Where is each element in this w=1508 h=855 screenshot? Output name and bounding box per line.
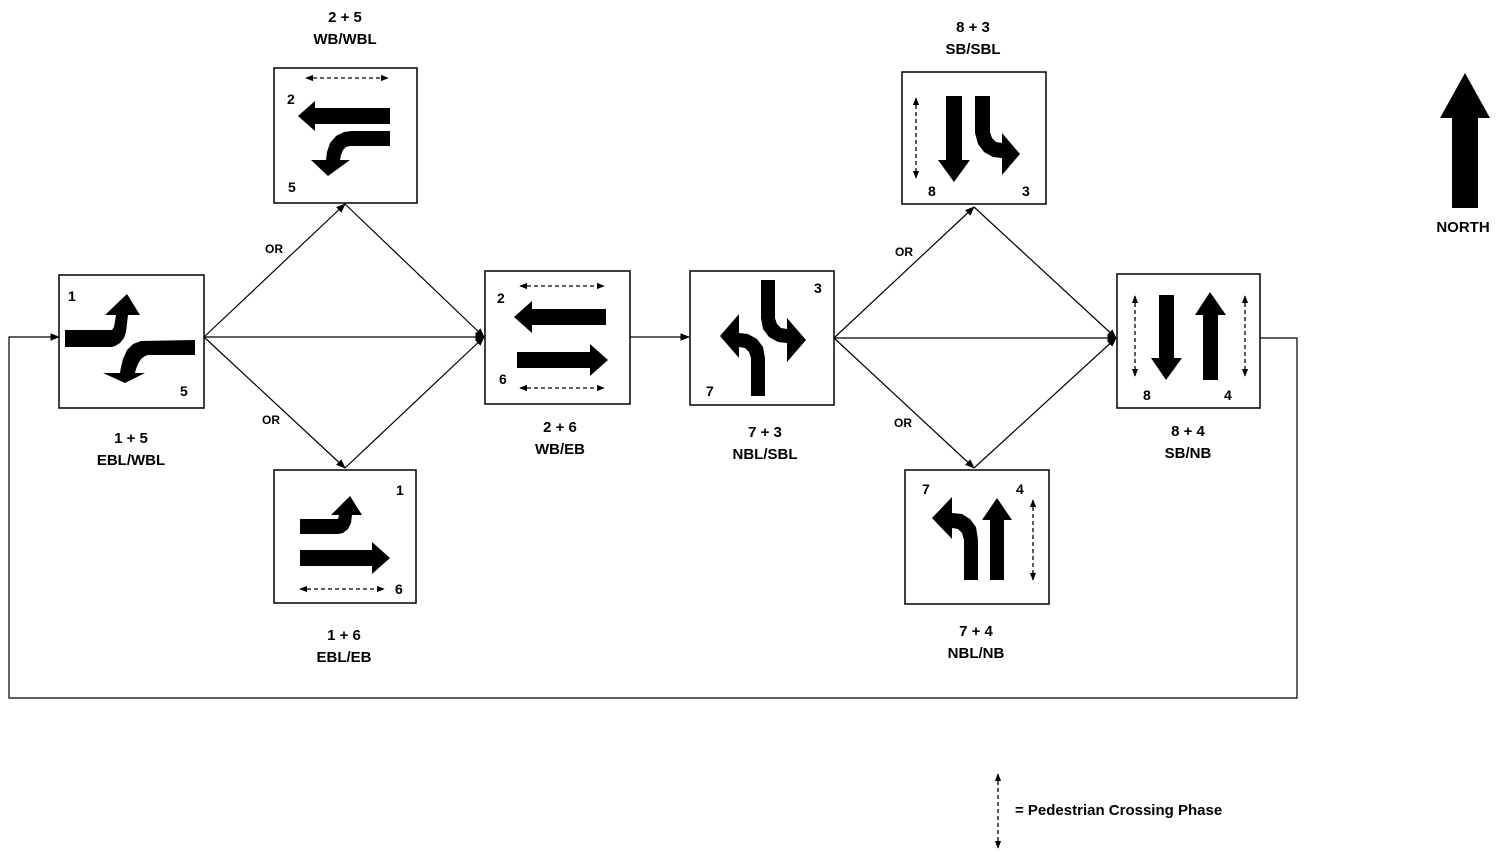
phase-box-1-5: 1 5 1 + 5 EBL/WBL: [58, 274, 205, 469]
phase-label-number: 1 + 6: [327, 627, 361, 644]
flow-7-4-to-8-4: [973, 337, 1117, 469]
north-label: NORTH: [1436, 219, 1489, 236]
westbound-left-turn-arrow-icon: [311, 131, 390, 176]
phase-label-number: 8 + 4: [1171, 423, 1205, 440]
phase-label-movement: SB/NB: [1165, 445, 1212, 462]
phase-number: 7: [706, 383, 714, 399]
phase-box-8-4: 8 4 8 + 4 SB/NB: [1116, 273, 1261, 462]
phase-label-movement: WB/WBL: [313, 31, 376, 48]
eastbound-through-arrow-icon: [300, 542, 390, 574]
phase-label-movement: NBL/SBL: [733, 446, 798, 463]
northbound-through-arrow-icon: [982, 498, 1012, 580]
phase-box-1-6: 1 6 1 + 6 EBL/EB: [273, 469, 417, 666]
phase-label-movement: WB/EB: [535, 441, 585, 458]
phase-number: 2: [497, 290, 505, 306]
legend: = Pedestrian Crossing Phase: [994, 773, 1222, 849]
flow-7-3-to-7-4: [833, 337, 975, 469]
flow-1-6-to-2-6: [344, 336, 485, 469]
southbound-left-turn-arrow-icon: [761, 280, 806, 362]
westbound-through-arrow-icon: [298, 101, 390, 131]
phase-number: 7: [922, 481, 930, 497]
westbound-through-arrow-icon: [514, 301, 606, 333]
or-label: OR: [265, 242, 283, 256]
phase-number: 5: [180, 383, 188, 399]
phase-label-number: 2 + 5: [328, 9, 362, 26]
or-label: OR: [894, 416, 912, 430]
northbound-left-turn-arrow-icon: [720, 314, 765, 396]
phase-label-movement: NBL/NB: [948, 645, 1005, 662]
phase-label-number: 2 + 6: [543, 419, 577, 436]
flow-8-3-to-8-4: [973, 206, 1117, 339]
or-label: OR: [895, 245, 913, 259]
southbound-through-arrow-icon: [938, 96, 970, 182]
southbound-left-turn-arrow-icon: [975, 96, 1020, 175]
legend-text: = Pedestrian Crossing Phase: [1015, 802, 1222, 819]
northbound-through-arrow-icon: [1195, 292, 1226, 380]
flow-cycle-return: [8, 333, 1298, 699]
phase-label-number: 1 + 5: [114, 430, 148, 447]
eastbound-left-turn-arrow-icon: [300, 496, 362, 534]
phase-number: 6: [499, 371, 507, 387]
westbound-left-turn-arrow-icon: [103, 340, 195, 383]
phase-box-2-6: 2 6 2 + 6 WB/EB: [484, 270, 631, 458]
phase-label-number: 7 + 3: [748, 424, 782, 441]
phase-number: 5: [288, 179, 296, 195]
phase-box-2-5: 2 5 2 + 5 WB/WBL: [273, 9, 418, 204]
southbound-through-arrow-icon: [1151, 295, 1182, 380]
phase-number: 2: [287, 91, 295, 107]
phase-number: 8: [1143, 387, 1151, 403]
or-label: OR: [262, 413, 280, 427]
flow-1-5-to-1-6: [203, 336, 346, 469]
phase-number: 4: [1224, 387, 1232, 403]
phase-box-7-4: 7 4 7 + 4 NBL/NB: [904, 469, 1050, 662]
north-arrow-icon: [1440, 73, 1490, 208]
flow-2-5-to-2-6: [344, 203, 485, 338]
phase-box-8-3: 8 3 8 + 3 SB/SBL: [901, 19, 1047, 205]
flow-connectors: [8, 203, 1298, 699]
phase-label-movement: SB/SBL: [945, 41, 1000, 58]
phase-label-number: 7 + 4: [959, 623, 993, 640]
phase-box-7-3: 7 3 7 + 3 NBL/SBL: [689, 270, 835, 463]
phase-number: 1: [396, 482, 404, 498]
north-indicator: NORTH: [1436, 73, 1490, 236]
flow-7-3-to-8-3: [833, 206, 975, 339]
eastbound-left-turn-arrow-icon: [65, 294, 140, 347]
phase-number: 4: [1016, 481, 1024, 497]
phase-number: 3: [814, 280, 822, 296]
phase-number: 1: [68, 288, 76, 304]
phase-label-movement: EBL/EB: [316, 649, 371, 666]
phase-label-movement: EBL/WBL: [97, 452, 165, 469]
northbound-left-turn-arrow-icon: [932, 497, 978, 580]
phase-number: 8: [928, 183, 936, 199]
flow-1-5-to-2-5: [203, 203, 346, 338]
phase-label-number: 8 + 3: [956, 19, 990, 36]
phase-number: 3: [1022, 183, 1030, 199]
phase-number: 6: [395, 581, 403, 597]
eastbound-through-arrow-icon: [517, 344, 608, 376]
